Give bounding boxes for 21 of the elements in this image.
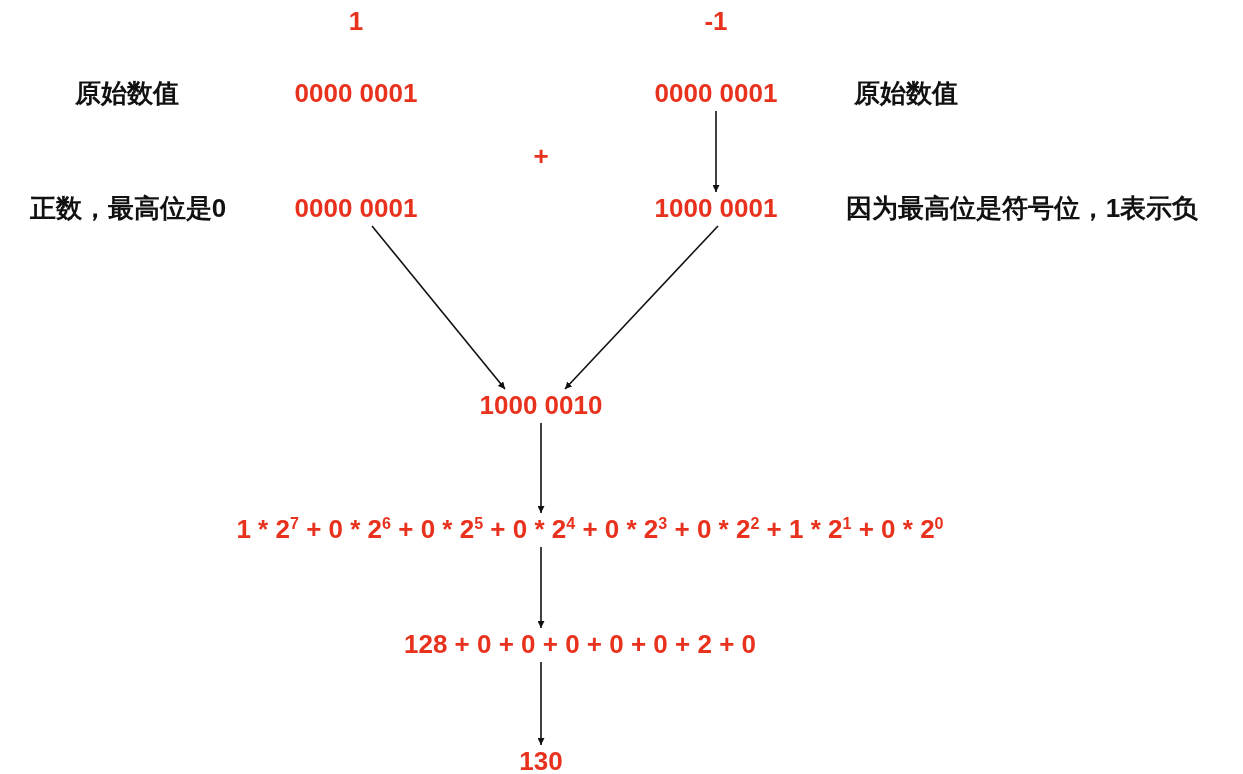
- plus-sign: +: [533, 142, 549, 172]
- note-text: 正数，最高位是0: [29, 194, 227, 224]
- arrow: [537, 422, 545, 514]
- note-text: 原始数值: [854, 79, 958, 109]
- binary-value: 0000 0001: [294, 194, 418, 224]
- binary-value: 0000 0001: [294, 79, 418, 109]
- arrow: [537, 546, 545, 629]
- binary-value: 1000 0001: [654, 194, 778, 224]
- number-label: 1: [348, 7, 364, 37]
- arrow: [371, 225, 506, 390]
- binary-value: 130: [519, 747, 563, 774]
- formula-text: 1 * 2$^{7}$ + 0 * 2$^{6}$ + 0 * 2$^{5}$ + 0 * 2$^{4}$ + 0 * 2$^{3}$ + 0 * 2$^{2}$ + 1 * 2$^{1}$ + 0 * 2$^{0}$: [236, 515, 944, 545]
- note-text: 因为最高位是符号位，1表示负: [845, 194, 1199, 224]
- note-text: 原始数值: [75, 79, 179, 109]
- arrow: [712, 110, 720, 193]
- number-label: -1: [704, 7, 728, 37]
- arrow: [564, 225, 719, 390]
- binary-value: 1000 0010: [479, 391, 603, 421]
- binary-value: 0000 0001: [654, 79, 778, 109]
- arrow: [537, 661, 545, 746]
- binary-value: 128 + 0 + 0 + 0 + 0 + 0 + 2 + 0: [404, 630, 756, 660]
